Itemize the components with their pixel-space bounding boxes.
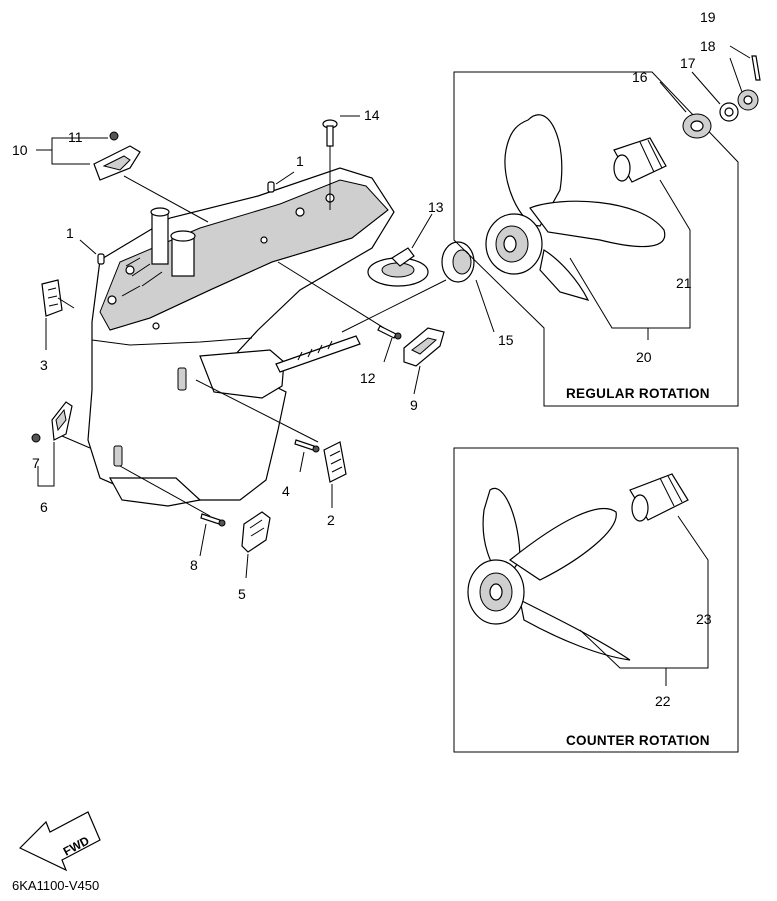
callout-2: 2 [327,512,335,528]
leader-lines [36,45,751,686]
callout-17: 17 [680,55,696,71]
spacer-23 [629,473,689,522]
anode-9 [403,327,445,367]
document-id: 6KA1100-V450 [12,878,99,893]
propeller-20 [485,114,666,301]
callout-19: 19 [700,9,716,25]
anode-3 [41,279,63,317]
bolt-14 [322,119,338,147]
callout-8: 8 [190,557,198,573]
callout-1b: 1 [66,225,74,241]
callout-1a: 1 [296,153,304,169]
bolt-7 [31,433,41,443]
counter-rotation-label: COUNTER ROTATION [566,733,710,748]
washer-17 [719,102,739,122]
anode-10 [93,145,141,181]
callout-7: 7 [32,455,40,471]
callout-3: 3 [40,357,48,373]
propeller-22 [467,487,631,661]
callout-16: 16 [632,69,648,85]
nut-18 [737,89,759,111]
dowel-pin-upper [267,181,275,193]
callout-10: 10 [12,142,28,158]
washer-16 [682,113,712,139]
fwd-arrow: FWD [18,811,101,872]
bolt-4 [294,439,320,453]
anode-5 [241,511,271,553]
callout-13: 13 [428,199,444,215]
callout-22: 22 [655,693,671,709]
spacer-21 [613,137,667,183]
bolt-12 [377,325,402,340]
callout-11: 11 [68,129,83,145]
callout-12: 12 [360,370,376,386]
anode-13 [367,247,429,287]
callout-18: 18 [700,38,716,54]
counter-rotation-box [453,447,739,753]
callout-20: 20 [636,349,652,365]
callout-6: 6 [40,499,48,515]
trim-tab-6 [51,401,73,441]
regular-rotation-label: REGULAR ROTATION [566,386,710,401]
callout-15: 15 [498,332,514,348]
callout-21: 21 [676,275,692,291]
cotter-pin-19 [751,55,761,81]
callout-4: 4 [282,483,290,499]
callout-23: 23 [696,611,712,627]
lower-unit-casing [87,167,395,507]
callout-9: 9 [410,397,418,413]
anode-2 [323,441,347,483]
thrust-washer-15 [441,241,475,283]
callout-labels: 1 1 2 3 4 5 6 7 8 9 10 11 12 13 14 15 16… [12,9,716,709]
dowel-pin-lower [97,253,105,265]
regular-rotation-box [453,71,739,407]
callout-5: 5 [238,586,246,602]
bolt-8 [200,513,226,527]
callout-14: 14 [364,107,380,123]
screw-11 [109,131,119,141]
